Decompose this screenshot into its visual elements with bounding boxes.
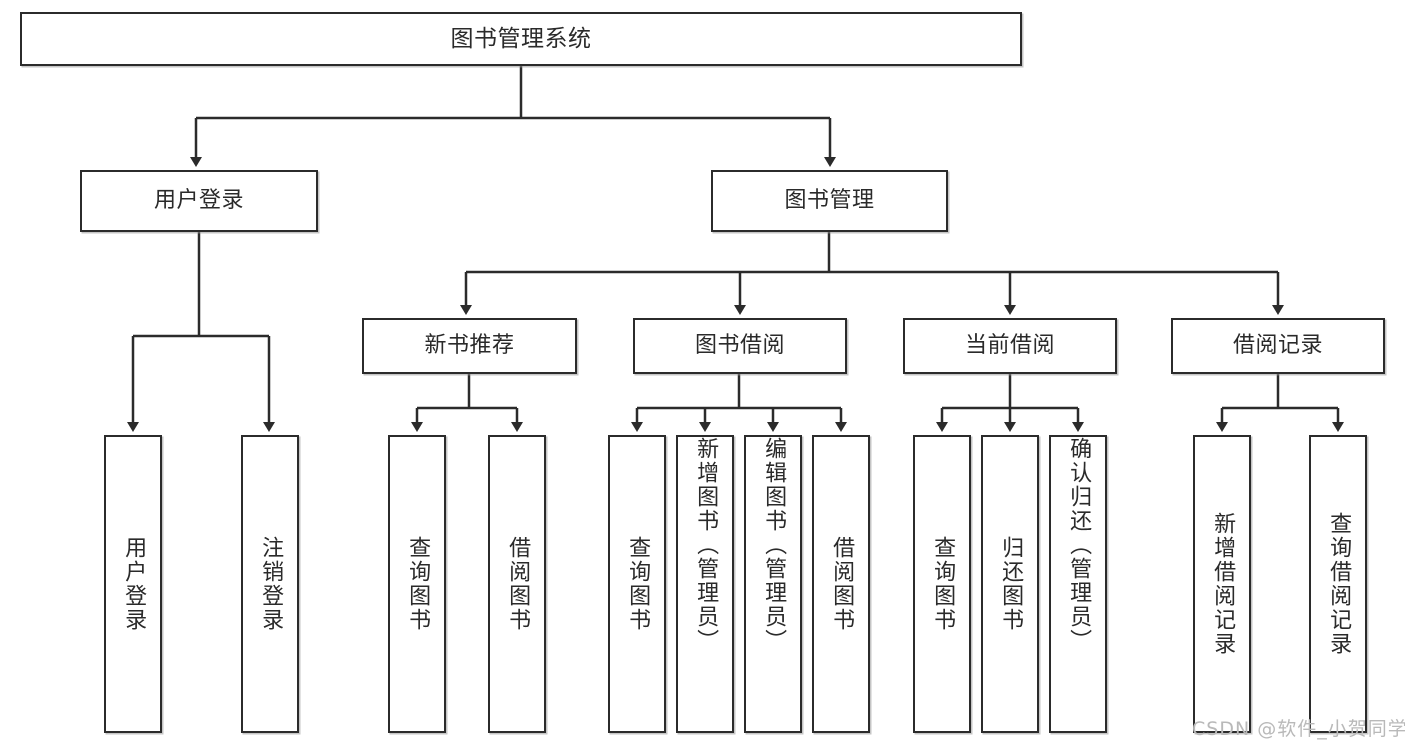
node-label: 新增图书（管理员） bbox=[693, 437, 719, 653]
node-label: 查询图书 bbox=[405, 536, 431, 632]
node-label: 借阅图书 bbox=[829, 536, 855, 632]
node-new-book-recommend[interactable]: 新书推荐 bbox=[362, 318, 577, 374]
leaf-book-borrow-query-book[interactable]: 查询图书 bbox=[608, 435, 666, 733]
node-borrow-record[interactable]: 借阅记录 bbox=[1171, 318, 1385, 374]
leaf-borrow-record-add-record[interactable]: 新增借阅记录 bbox=[1193, 435, 1251, 733]
node-label: 新书推荐 bbox=[424, 332, 515, 358]
leaf-new-book-borrow-book[interactable]: 借阅图书 bbox=[488, 435, 546, 733]
node-label: 图书管理系统 bbox=[450, 25, 592, 52]
leaf-borrow-record-query-record[interactable]: 查询借阅记录 bbox=[1309, 435, 1367, 733]
node-label: 借阅记录 bbox=[1232, 332, 1323, 358]
leaf-book-borrow-borrow-book[interactable]: 借阅图书 bbox=[812, 435, 870, 733]
leaf-user-login-login[interactable]: 用户登录 bbox=[104, 435, 162, 733]
node-label: 确认归还（管理员） bbox=[1066, 437, 1092, 653]
node-root-book-management-system[interactable]: 图书管理系统 bbox=[20, 12, 1022, 66]
node-label: 用户登录 bbox=[121, 536, 147, 632]
leaf-book-borrow-edit-book-admin[interactable]: 编辑图书（管理员） bbox=[744, 435, 802, 733]
leaf-current-borrow-confirm-return-admin[interactable]: 确认归还（管理员） bbox=[1049, 435, 1107, 733]
node-label: 查询借阅记录 bbox=[1326, 512, 1352, 656]
node-label: 图书管理 bbox=[784, 187, 875, 213]
node-label: 注销登录 bbox=[258, 536, 284, 632]
leaf-new-book-query-book[interactable]: 查询图书 bbox=[388, 435, 446, 733]
node-label: 当前借阅 bbox=[964, 332, 1055, 358]
node-label: 归还图书 bbox=[998, 536, 1024, 632]
node-label: 编辑图书（管理员） bbox=[761, 437, 787, 653]
node-label: 借阅图书 bbox=[505, 536, 531, 632]
node-user-login[interactable]: 用户登录 bbox=[80, 170, 318, 232]
leaf-user-login-logout[interactable]: 注销登录 bbox=[241, 435, 299, 733]
node-label: 图书借阅 bbox=[694, 332, 785, 358]
leaf-book-borrow-add-book-admin[interactable]: 新增图书（管理员） bbox=[676, 435, 734, 733]
watermark-csdn: CSDN @软件_小贺同学 bbox=[1192, 718, 1405, 740]
node-label: 新增借阅记录 bbox=[1210, 512, 1236, 656]
leaf-current-borrow-query-book[interactable]: 查询图书 bbox=[913, 435, 971, 733]
node-label: 查询图书 bbox=[625, 536, 651, 632]
node-book-management[interactable]: 图书管理 bbox=[711, 170, 948, 232]
node-book-borrow[interactable]: 图书借阅 bbox=[633, 318, 847, 374]
node-label: 查询图书 bbox=[930, 536, 956, 632]
leaf-current-borrow-return-book[interactable]: 归还图书 bbox=[981, 435, 1039, 733]
node-label: 用户登录 bbox=[153, 187, 244, 213]
node-current-borrow[interactable]: 当前借阅 bbox=[903, 318, 1117, 374]
